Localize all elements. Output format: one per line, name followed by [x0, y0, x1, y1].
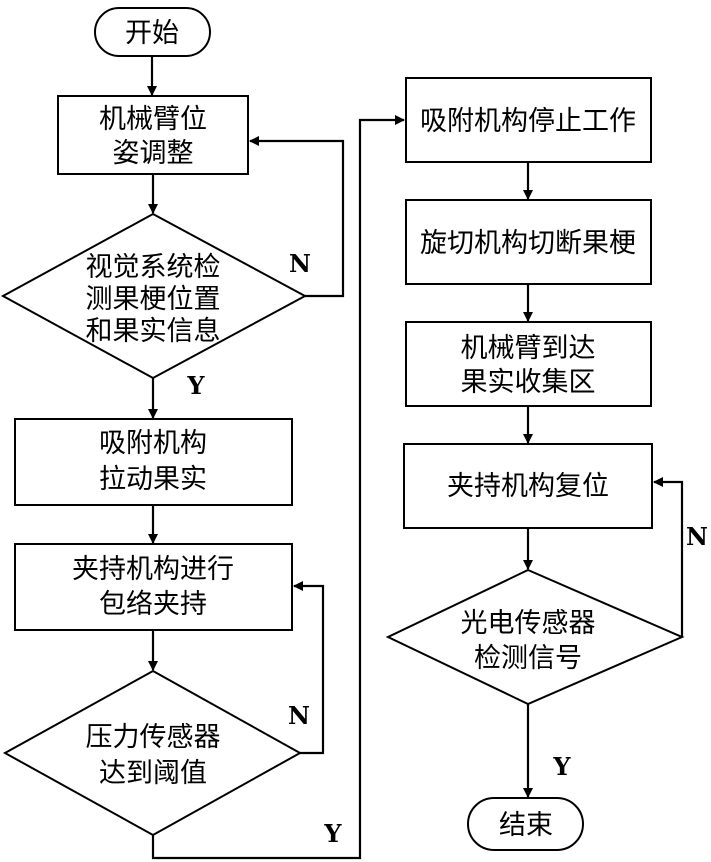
end-node: [467, 797, 584, 851]
arm-adjust-label-line2: 姿调整: [113, 138, 194, 169]
vision-check-label-line3: 和果实信息: [86, 316, 221, 347]
suction-pull-label-line2: 拉动果实: [99, 464, 207, 495]
pressure-no-label: N: [288, 701, 310, 730]
photo-no-label: N: [686, 522, 708, 551]
cut-stem-box: [405, 199, 652, 285]
photo-yes-label: Y: [552, 752, 571, 781]
vision-check-label-line2: 测果梗位置: [86, 284, 221, 315]
suction-stop-label: 吸附机构停止工作: [420, 106, 636, 137]
edge-photo-no-loop: [653, 477, 684, 637]
vision-no-label: N: [289, 249, 311, 278]
edge-pressure-no-loop: [293, 581, 325, 755]
arm-adjust-box: [57, 95, 249, 175]
edge-vision-no-loop: [249, 136, 345, 298]
pressure-check-label-line2: 达到阈值: [99, 758, 207, 789]
cut-stem-label: 旋切机构切断果梗: [420, 228, 636, 259]
pressure-check-diamond: [2, 669, 303, 837]
clamp-wrap-label-line2: 包络夹持: [99, 589, 207, 620]
photo-check-label-line2: 检测信号: [474, 643, 582, 674]
start-label: 开始: [125, 18, 179, 49]
edge-pressure-yes: [151, 115, 405, 860]
arm-to-collect-label-line2: 果实收集区: [461, 367, 596, 398]
vision-yes-label: Y: [186, 371, 205, 400]
clamp-reset-label: 夹持机构复位: [447, 471, 609, 502]
end-label: 结束: [499, 810, 553, 841]
photo-check-label-line1: 光电传感器: [461, 608, 596, 639]
vision-check-label-line1: 视觉系统检: [86, 252, 221, 283]
clamp-wrap-label-line1: 夹持机构进行: [72, 554, 234, 585]
suction-pull-label-line1: 吸附机构: [99, 428, 207, 459]
arm-adjust-label-line1: 机械臂位: [99, 104, 207, 135]
clamp-reset-box: [403, 443, 653, 529]
pressure-yes-label: Y: [323, 819, 342, 848]
pressure-check-label-line1: 压力传感器: [86, 722, 221, 753]
arm-to-collect-label-line1: 机械臂到达: [461, 333, 596, 364]
